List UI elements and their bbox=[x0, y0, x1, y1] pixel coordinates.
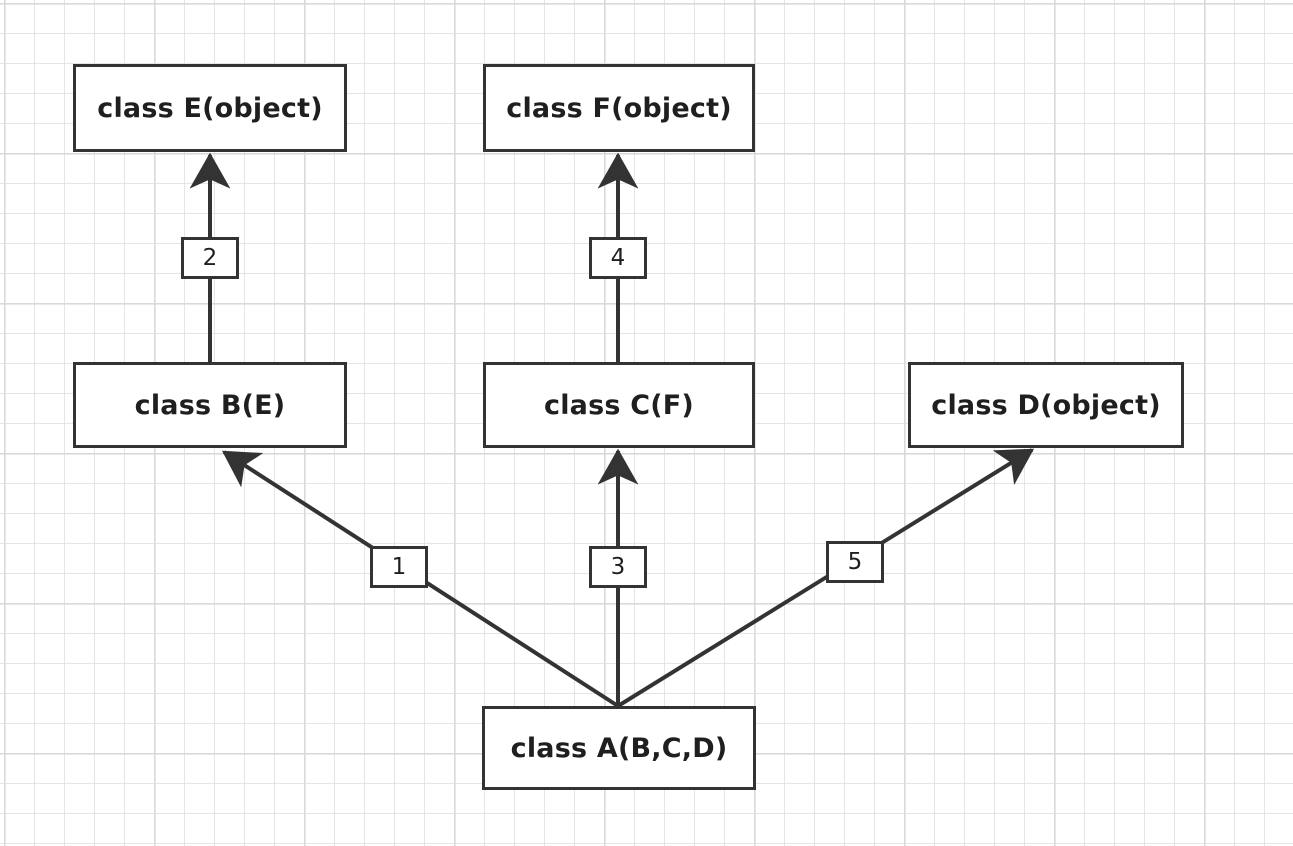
node-class-c[interactable]: class C(F) bbox=[483, 362, 755, 448]
edge-label-text: 5 bbox=[847, 549, 863, 575]
edge-label-4[interactable]: 4 bbox=[589, 237, 647, 279]
edge-label-text: 2 bbox=[202, 245, 218, 271]
node-class-f[interactable]: class F(object) bbox=[483, 64, 755, 152]
node-label: class F(object) bbox=[506, 92, 732, 124]
node-label: class C(F) bbox=[544, 389, 694, 421]
edge-label-text: 4 bbox=[610, 245, 626, 271]
edge-label-text: 1 bbox=[391, 554, 407, 580]
node-label: class E(object) bbox=[97, 92, 323, 124]
node-class-a[interactable]: class A(B,C,D) bbox=[482, 706, 756, 790]
node-label: class D(object) bbox=[931, 389, 1161, 421]
edge-label-2[interactable]: 2 bbox=[181, 237, 239, 279]
edge-label-1[interactable]: 1 bbox=[370, 546, 428, 588]
node-class-b[interactable]: class B(E) bbox=[73, 362, 347, 448]
edge-label-5[interactable]: 5 bbox=[826, 541, 884, 583]
edge-5-line bbox=[616, 448, 1035, 708]
node-class-d[interactable]: class D(object) bbox=[908, 362, 1184, 448]
node-label: class B(E) bbox=[134, 389, 286, 421]
node-label: class A(B,C,D) bbox=[510, 732, 728, 764]
edge-label-text: 3 bbox=[610, 554, 626, 580]
node-class-e[interactable]: class E(object) bbox=[73, 64, 347, 152]
edge-label-3[interactable]: 3 bbox=[589, 546, 647, 588]
